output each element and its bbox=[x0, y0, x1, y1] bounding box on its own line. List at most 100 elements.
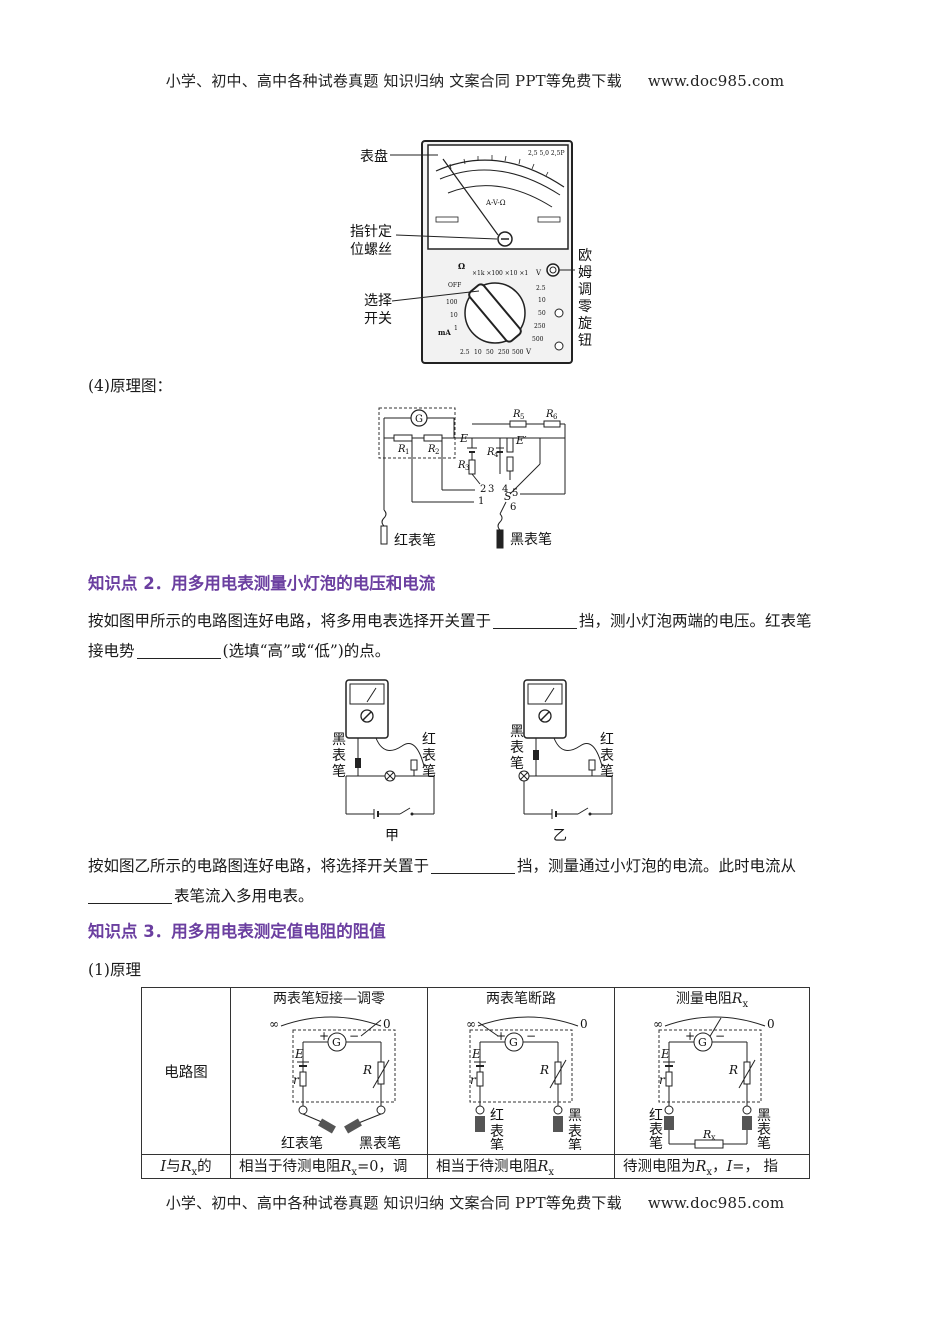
label-n6: 6 bbox=[510, 502, 516, 513]
fig-a-black-label: 笔 bbox=[332, 764, 346, 780]
row2-c3-sub: x bbox=[706, 1166, 713, 1178]
label-R6: R bbox=[545, 409, 554, 420]
answer-blank[interactable] bbox=[431, 857, 516, 874]
col3-title: 测量电阻Rx bbox=[615, 988, 809, 1010]
row2-c1-sub: x bbox=[351, 1166, 358, 1178]
col3-title-b: R bbox=[731, 991, 743, 1007]
black-probe-label: 黑 bbox=[568, 1108, 582, 1124]
col1-title: 两表笔短接—调零 bbox=[273, 991, 385, 1007]
label-E-prime: E′ bbox=[515, 434, 527, 447]
label-R6-sub: 6 bbox=[553, 413, 558, 421]
label-R2-sub: 2 bbox=[435, 448, 439, 456]
label-black-probe: 黑表笔 bbox=[510, 532, 552, 548]
kp2-paragraph1: 按如图甲所示的电路图连好电路，将多用电表选择开关置于挡，测小灯泡两端的电压。红表… bbox=[88, 606, 868, 666]
fig-b-red-label: 红 bbox=[600, 732, 614, 748]
red-probe-label: 笔 bbox=[649, 1136, 663, 1150]
Rx-sub-label: x bbox=[711, 1133, 716, 1142]
label-R1-sub: 1 bbox=[405, 448, 409, 456]
E-label: E bbox=[660, 1047, 670, 1061]
black-probe-label: 表 bbox=[568, 1124, 582, 1140]
black-probe-icon bbox=[344, 1118, 362, 1134]
cell-open-circuit: 两表笔断路 ∞ 0 G + − E r R bbox=[427, 987, 615, 1155]
row2-c3-b: R bbox=[695, 1159, 707, 1175]
row2-label-d: 的 bbox=[197, 1159, 212, 1175]
meter-bottom-tick: 2.5 bbox=[460, 349, 470, 356]
G-label: G bbox=[509, 1036, 518, 1049]
short-circuit-diagram: ∞ 0 G + − E r R bbox=[269, 1016, 401, 1152]
fig-a-red-label: 红 bbox=[422, 732, 436, 748]
meter-v-bottom-text: V bbox=[525, 348, 532, 356]
measure-rx-diagram: ∞ 0 G + − E r R bbox=[649, 1016, 775, 1152]
E-label: E bbox=[294, 1047, 304, 1061]
minus-label: − bbox=[526, 1029, 536, 1043]
fig-a-black-label: 表 bbox=[332, 748, 346, 764]
black-probe-icon bbox=[553, 1116, 563, 1132]
label-switch-line2: 开关 bbox=[364, 311, 392, 327]
kp2-p2-b: 挡，测量通过小灯泡的电流。此时电流从 bbox=[517, 857, 797, 875]
row2-c2-a: 相当于待测电阻 bbox=[436, 1159, 538, 1175]
label-R2: R bbox=[427, 444, 436, 455]
inf-label: ∞ bbox=[653, 1017, 663, 1031]
red-probe-label: 表 bbox=[490, 1124, 504, 1140]
fig-a-red-label: 表 bbox=[422, 748, 436, 764]
row2-c2-b: R bbox=[537, 1159, 549, 1175]
red-probe-icon bbox=[475, 1116, 485, 1132]
answer-blank[interactable] bbox=[493, 612, 578, 629]
label-screw-line2: 位螺丝 bbox=[350, 242, 392, 258]
meter-model-text: 2,5 5,0 2,5P bbox=[528, 150, 564, 157]
col3-title-sub: x bbox=[742, 998, 749, 1010]
label-R1: R bbox=[397, 444, 406, 455]
answer-blank[interactable] bbox=[136, 642, 221, 659]
footer-text: 小学、初中、高中各种试卷真题 知识归纳 文案合同 PPT等免费下载 bbox=[165, 1194, 622, 1212]
E-label: E bbox=[471, 1047, 481, 1061]
meter-right-tick: 500 bbox=[532, 336, 544, 343]
R-label: R bbox=[362, 1063, 372, 1077]
label-switch-line1: 选择 bbox=[364, 293, 392, 309]
label-dial: 表盘 bbox=[360, 148, 388, 165]
meter-bottom-tick: 10 bbox=[474, 349, 482, 356]
kp2-p1-d: (选填“高”或“低”)的点。 bbox=[222, 642, 391, 660]
kp2-p2-a: 按如图乙所示的电路图连好电路，将选择开关置于 bbox=[88, 857, 430, 875]
row2-col2: 相当于待测电阻Rx bbox=[427, 1154, 615, 1179]
red-probe-icon bbox=[664, 1116, 674, 1130]
fig-b-black-label: 表 bbox=[510, 740, 524, 756]
row2-label-b: 与 bbox=[166, 1159, 181, 1175]
cell-short-circuit: 两表笔短接—调零 ∞ 0 G + − E r R bbox=[230, 987, 428, 1155]
meter-ma-text: mA bbox=[438, 328, 451, 337]
red-probe-label: 红表笔 bbox=[281, 1136, 323, 1150]
label-ohm-knob: 姆 bbox=[578, 265, 592, 281]
kp2-paragraph2: 按如图乙所示的电路图连好电路，将选择开关置于 挡，测量通过小灯泡的电流。此时电流从… bbox=[88, 851, 868, 911]
black-probe-icon bbox=[742, 1116, 752, 1130]
plus-label: + bbox=[319, 1029, 329, 1043]
r-label: r bbox=[659, 1073, 666, 1087]
label-R3: R bbox=[457, 460, 466, 471]
meter-right-tick: 250 bbox=[534, 323, 546, 330]
jack-icon bbox=[554, 341, 564, 351]
meter-off-text: OFF bbox=[448, 282, 461, 289]
ohm-zero-knob-icon bbox=[546, 263, 560, 277]
minus-label: − bbox=[349, 1029, 359, 1043]
fig-b-red-label: 表 bbox=[600, 748, 614, 764]
section4-title: (4)原理图： bbox=[88, 377, 172, 395]
fig-b-black-label: 黑 bbox=[510, 724, 524, 740]
rx-resistor-icon bbox=[694, 1139, 724, 1149]
fig-a-black-label: 黑 bbox=[332, 732, 346, 748]
meter-avo-text: A-V-Ω bbox=[485, 199, 506, 207]
row2-col1: 相当于待测电阻Rx=0，调 bbox=[230, 1154, 428, 1179]
Rx-label: R bbox=[702, 1128, 711, 1141]
kp2-heading: 知识点 2．用多用电表测量小灯泡的电压和电流 bbox=[88, 574, 436, 593]
cell-measure-rx: 测量电阻Rx ∞ 0 G + − E r R bbox=[614, 987, 810, 1155]
row2-c2-sub: x bbox=[548, 1166, 555, 1178]
kp2-p1-b: 挡，测小灯泡两端的电压。红表笔 bbox=[579, 612, 812, 630]
meter-right-tick: 10 bbox=[538, 297, 546, 304]
black-probe-label: 笔 bbox=[757, 1136, 771, 1150]
r-label: r bbox=[293, 1073, 300, 1087]
principle-table: 电路图 两表笔短接—调零 ∞ 0 G + − E r R bbox=[141, 987, 810, 1179]
meter-left-tick: 100 bbox=[446, 299, 458, 306]
label-R4-sub: 4 bbox=[494, 451, 499, 459]
meter-bottom-tick: 250 bbox=[498, 349, 510, 356]
meter-needle bbox=[442, 158, 499, 236]
meter-bottom-tick: 50 bbox=[486, 349, 494, 356]
answer-blank[interactable] bbox=[88, 887, 172, 904]
